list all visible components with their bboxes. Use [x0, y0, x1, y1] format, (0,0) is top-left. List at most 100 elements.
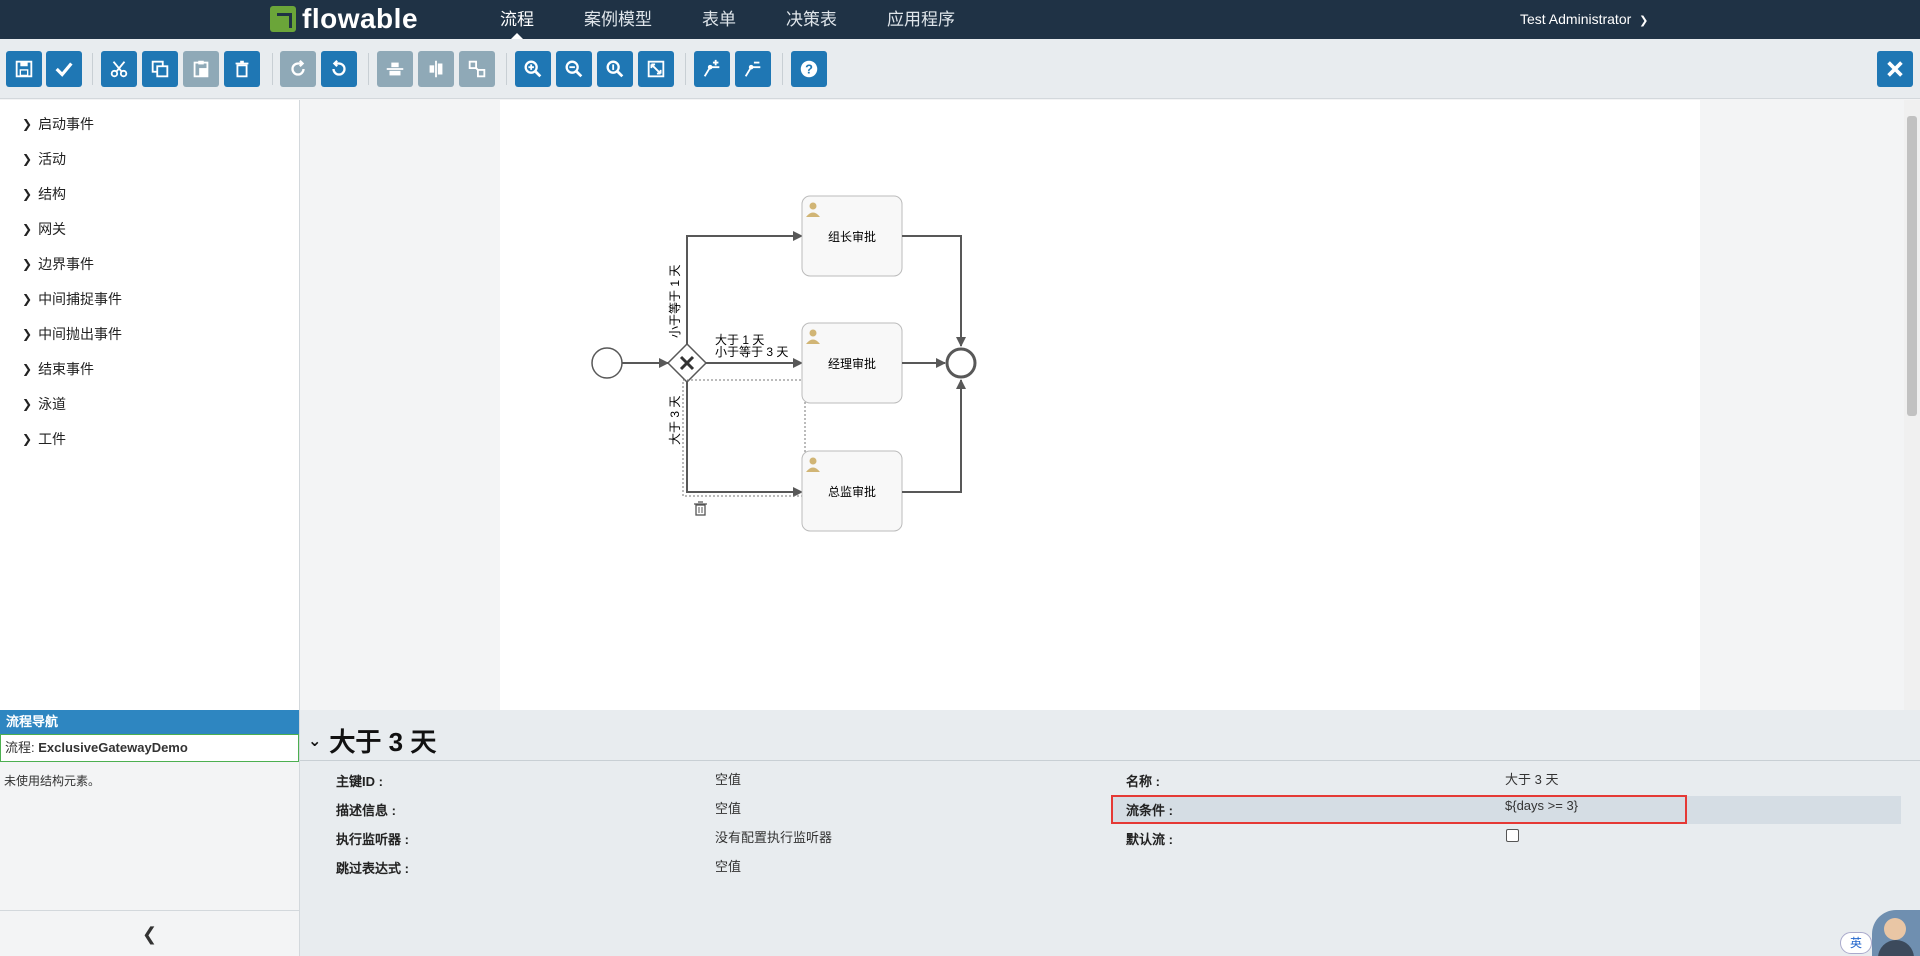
align-vertical-icon[interactable] [418, 51, 454, 87]
zoom-fit-icon[interactable] [638, 51, 674, 87]
property-flow-condition-value[interactable]: ${days >= 3} [1505, 798, 1579, 813]
default-flow-checkbox[interactable] [1506, 829, 1519, 842]
property-label: 跳过表达式 : [336, 861, 409, 876]
property-label: 主键ID : [336, 774, 383, 789]
toolbar-separator [685, 53, 686, 85]
zoom-actual-icon[interactable] [597, 51, 633, 87]
navigator-note: 未使用结构元素。 [4, 774, 101, 788]
trash-icon[interactable] [694, 501, 707, 516]
palette-group-boundary-events[interactable]: ❯边界事件 [0, 246, 299, 281]
palette-group-label: 结构 [38, 185, 67, 202]
palette-list: ❯启动事件 ❯活动 ❯结构 ❯网关 ❯边界事件 ❯中间捕捉事件 ❯中间抛出事件 … [0, 100, 299, 456]
palette-group-start-events[interactable]: ❯启动事件 [0, 106, 299, 141]
sequence-flow-gt-3-days[interactable] [686, 382, 803, 497]
collapse-panel-button[interactable]: ❮ [0, 910, 299, 956]
logo-text: flowable [302, 3, 419, 34]
property-default-flow[interactable]: 默认流 : [1126, 829, 1173, 848]
exclusive-gateway[interactable] [666, 342, 708, 384]
palette-group-catching-events[interactable]: ❯中间捕捉事件 [0, 281, 299, 316]
user-task-director[interactable]: 总监审批 [801, 450, 903, 532]
property-name-value[interactable]: 大于 3 天 [1505, 772, 1559, 787]
chevron-right-icon: ❯ [22, 326, 33, 341]
property-description[interactable]: 描述信息 : [336, 800, 396, 819]
end-event[interactable] [945, 347, 977, 379]
navigator-process-item[interactable]: 流程: ExclusiveGatewayDemo [0, 734, 299, 762]
property-name[interactable]: 名称 : [1126, 771, 1160, 790]
chevron-down-icon: ❯ [1639, 15, 1649, 27]
same-size-icon[interactable] [459, 51, 495, 87]
chevron-right-icon: ❯ [22, 221, 33, 236]
properties-header[interactable]: ⌄ 大于 3 天 [308, 722, 436, 759]
palette-group-label: 活动 [38, 150, 67, 167]
chevron-right-icon: ❯ [22, 151, 33, 166]
nav-item-decision-tables[interactable]: 决策表 [786, 10, 837, 29]
property-label: 名称 : [1126, 774, 1160, 789]
toolbar-separator [782, 53, 783, 85]
user-task-team-lead[interactable]: 组长审批 [801, 195, 903, 277]
flowable-logo[interactable]: flowable [270, 3, 419, 34]
help-icon[interactable]: ? [791, 51, 827, 87]
remove-bendpoint-icon[interactable] [735, 51, 771, 87]
svg-text:?: ? [805, 62, 813, 77]
bpmn-canvas[interactable]: 组长审批 经理审批 总监审批 小于等于 1 天 大于 1 天 [500, 100, 1700, 710]
palette-group-label: 网关 [38, 220, 67, 237]
property-label: 描述信息 : [336, 803, 396, 818]
chevron-right-icon: ❯ [22, 396, 33, 411]
start-event[interactable] [591, 347, 623, 379]
palette-group-label: 启动事件 [38, 115, 95, 132]
top-navbar: flowable 流程 案例模型 表单 决策表 应用程序 Test Admini… [0, 0, 1920, 39]
property-id[interactable]: 主键ID : [336, 771, 383, 790]
flowable-logo-icon [270, 6, 296, 32]
canvas-scrollbar[interactable] [1904, 100, 1920, 710]
validate-check-icon[interactable] [46, 51, 82, 87]
user-menu[interactable]: Test Administrator ❯ [1520, 0, 1648, 39]
close-icon[interactable] [1877, 51, 1913, 87]
nav-item-process[interactable]: 流程 [500, 0, 534, 39]
property-execution-listeners-value[interactable]: 没有配置执行监听器 [715, 830, 833, 845]
palette-group-swimlanes[interactable]: ❯泳道 [0, 386, 299, 421]
copy-icon[interactable] [142, 51, 178, 87]
chevron-right-icon: ❯ [22, 361, 33, 376]
paste-icon[interactable] [183, 51, 219, 87]
user-task-manager[interactable]: 经理审批 [801, 322, 903, 404]
add-bendpoint-icon[interactable] [694, 51, 730, 87]
selected-element-name: 大于 3 天 [329, 727, 437, 757]
chevron-down-icon: ⌄ [308, 732, 322, 750]
editor-toolbar: ? [0, 39, 1920, 99]
save-icon[interactable] [6, 51, 42, 87]
palette-group-end-events[interactable]: ❯结束事件 [0, 351, 299, 386]
zoom-in-icon[interactable] [515, 51, 551, 87]
nav-item-apps[interactable]: 应用程序 [887, 10, 955, 29]
task-label: 总监审批 [828, 484, 876, 499]
scrollbar-thumb[interactable] [1907, 116, 1917, 416]
delete-icon[interactable] [224, 51, 260, 87]
redo-icon[interactable] [280, 51, 316, 87]
palette-group-throwing-events[interactable]: ❯中间抛出事件 [0, 316, 299, 351]
selection-box [682, 379, 806, 497]
palette-group-artifacts[interactable]: ❯工件 [0, 421, 299, 456]
undo-icon[interactable] [321, 51, 357, 87]
palette-group-activities[interactable]: ❯ 活动 [0, 141, 299, 176]
cut-icon[interactable] [101, 51, 137, 87]
property-skip-expression-value[interactable]: 空值 [715, 859, 742, 874]
property-description-value[interactable]: 空值 [715, 801, 742, 816]
sequence-flow[interactable] [902, 235, 966, 347]
property-skip-expression[interactable]: 跳过表达式 : [336, 858, 409, 877]
ime-indicator[interactable]: 英 [1840, 932, 1872, 954]
palette-group-gateways[interactable]: ❯ 网关 [0, 211, 299, 246]
zoom-out-icon[interactable] [556, 51, 592, 87]
chevron-left-icon: ❮ [141, 924, 158, 944]
property-flow-condition[interactable]: 流条件 : [1126, 800, 1173, 819]
palette-group-structural[interactable]: ❯结构 [0, 176, 299, 211]
process-prefix: 流程: [5, 740, 39, 755]
sequence-flow-le-1-day[interactable] [686, 231, 803, 344]
property-execution-listeners[interactable]: 执行监听器 : [336, 829, 409, 848]
nav-item-case-models[interactable]: 案例模型 [584, 10, 652, 29]
toolbar-separator [368, 53, 369, 85]
assistant-avatar[interactable] [1872, 910, 1920, 956]
sequence-flow[interactable] [902, 379, 966, 493]
property-id-value[interactable]: 空值 [715, 772, 742, 787]
align-horizontal-icon[interactable] [377, 51, 413, 87]
process-navigator: 流程导航 流程: ExclusiveGatewayDemo 未使用结构元素。 ❮ [0, 710, 300, 956]
nav-item-forms[interactable]: 表单 [702, 10, 736, 29]
